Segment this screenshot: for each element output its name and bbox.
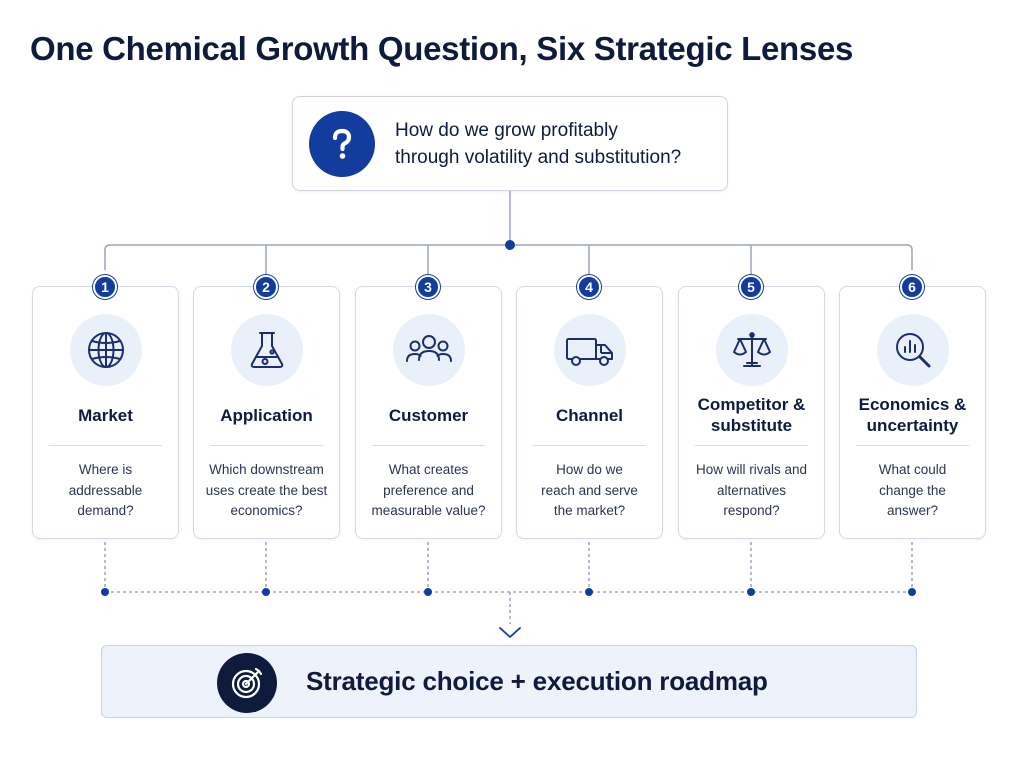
- lens-title: Customer: [388, 405, 469, 425]
- divider: [695, 445, 808, 446]
- lens-question: How will rivals and alternatives respond…: [685, 460, 818, 522]
- lens-question-line: demand?: [77, 503, 134, 518]
- lens-card-customer: Customer What creates preference and mea…: [355, 286, 502, 539]
- outcome-box: Strategic choice + execution roadmap: [101, 645, 917, 718]
- lens-question-line: What creates: [388, 462, 469, 477]
- lens-title: Channel: [555, 405, 624, 425]
- lens-question-line: respond?: [723, 503, 780, 518]
- lens-question-line: change the: [879, 482, 946, 498]
- lens-title: Competitor & substitute: [697, 395, 806, 435]
- bus-junction-dot: [505, 240, 515, 250]
- lens-number-badge: 4: [577, 275, 601, 299]
- lens-card-market: Market Where is addressable demand?: [32, 286, 179, 539]
- lens-question-line: How do we: [556, 462, 623, 477]
- lens-number-badge: 1: [93, 275, 117, 299]
- lens-question-line: the market?: [553, 503, 626, 518]
- divider: [210, 445, 323, 446]
- lens-card-economics: Economics & uncertainty What could chang…: [839, 286, 986, 539]
- divider: [372, 445, 485, 446]
- lens-card-competitor: Competitor & substitute How will rivals …: [678, 286, 825, 539]
- lens-question-line: Where is: [78, 462, 133, 477]
- people-icon: [392, 314, 465, 386]
- chevron-down-icon: [499, 627, 521, 638]
- lens-number-badge: 3: [416, 275, 440, 299]
- lens-question-line: answer?: [886, 503, 939, 518]
- divider: [533, 445, 646, 446]
- lens-number-badge: 2: [254, 275, 278, 299]
- lens-question-line: reach and serve: [541, 482, 638, 498]
- lens-question-line: What could: [878, 462, 947, 477]
- page-title: One Chemical Growth Question, Six Strate…: [30, 30, 854, 67]
- lens-question-line: economics?: [230, 503, 303, 518]
- central-question-box: How do we grow profitably through volati…: [292, 96, 728, 191]
- question-line-1: How do we grow profitably: [395, 119, 618, 141]
- lens-question: Which downstream uses create the best ec…: [200, 460, 333, 522]
- lens-question: Where is addressable demand?: [39, 460, 172, 522]
- lens-title: Economics & uncertainty: [858, 395, 967, 435]
- lens-question-line: alternatives: [716, 482, 787, 498]
- question-line-2: through volatility and substitution?: [395, 146, 682, 168]
- divider: [856, 445, 969, 446]
- flask-icon: [230, 314, 303, 386]
- lens-card-application: Application Which downstream uses create…: [193, 286, 340, 539]
- lens-question-line: preference and: [383, 482, 474, 498]
- lens-question-line: uses create the best: [205, 482, 328, 498]
- lens-question: What creates preference and measurable v…: [362, 460, 495, 522]
- lens-title: Application: [220, 405, 313, 425]
- outcome-label: Strategic choice + execution roadmap: [306, 666, 768, 696]
- lens-number-badge: 6: [900, 275, 924, 299]
- lens-question-line: measurable value?: [371, 503, 486, 518]
- question-icon: [309, 110, 375, 177]
- lens-question: How do we reach and serve the market?: [523, 460, 656, 522]
- lens-card-channel: Channel How do we reach and serve the ma…: [516, 286, 663, 539]
- central-question: How do we grow profitably through volati…: [395, 117, 681, 171]
- target-icon: [217, 653, 277, 713]
- lens-title: Market: [78, 405, 133, 425]
- lens-question: What could change the answer?: [846, 460, 979, 522]
- lens-question-line: Which downstream: [209, 462, 324, 477]
- lens-number-badge: 5: [739, 275, 763, 299]
- lens-question-line: addressable: [68, 482, 143, 498]
- truck-icon: [553, 314, 626, 386]
- globe-icon: [69, 314, 142, 386]
- divider: [49, 445, 162, 446]
- scales-icon: [715, 314, 788, 386]
- chart-magnifier-icon: [876, 314, 949, 386]
- lens-question-line: How will rivals and: [695, 462, 808, 477]
